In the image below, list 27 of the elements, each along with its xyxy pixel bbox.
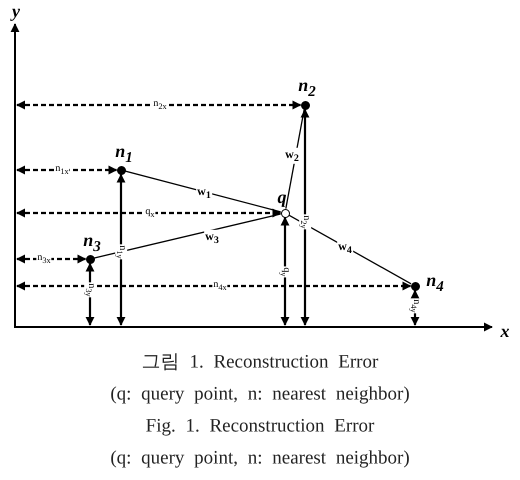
axis-label: y bbox=[12, 2, 20, 20]
connecting-line bbox=[94, 213, 281, 259]
connecting-line bbox=[288, 214, 412, 284]
data-point bbox=[300, 100, 310, 110]
point-label: n$_{4}$ bbox=[426, 271, 444, 295]
caption-line: Fig. 1. Reconstruction Error bbox=[146, 416, 374, 436]
caption-line: (q: query point, n: nearest neighbor) bbox=[110, 448, 410, 468]
edge-label: w$_{3}$ bbox=[204, 230, 220, 246]
connecting-line bbox=[285, 109, 305, 209]
axis-label: x bbox=[500, 322, 510, 340]
dimension-label: n$_{1x}$ bbox=[54, 164, 70, 176]
data-point bbox=[86, 254, 94, 264]
connecting-line bbox=[125, 170, 281, 212]
point-label: q bbox=[278, 188, 286, 206]
dimension-label: q$_{x}$ bbox=[144, 206, 156, 220]
point-label: n$_{1}$ bbox=[115, 142, 133, 166]
point-label: n$_{3}$ bbox=[83, 231, 101, 255]
point-label: n$_{2}$ bbox=[298, 76, 316, 100]
data-point bbox=[410, 282, 420, 290]
data-point bbox=[116, 166, 126, 174]
dimension-label: n$_{4x}$ bbox=[212, 280, 228, 292]
caption-line: 그림 1. Reconstruction Error bbox=[142, 352, 378, 372]
dimension-label: n$_{2x}$ bbox=[152, 98, 168, 112]
data-point bbox=[280, 208, 290, 218]
caption-line: (q: query point, n: nearest neighbor) bbox=[110, 384, 410, 404]
dimension-label: n$_{3x}$ bbox=[36, 252, 52, 266]
edge-label: w$_{2}$ bbox=[284, 148, 300, 164]
